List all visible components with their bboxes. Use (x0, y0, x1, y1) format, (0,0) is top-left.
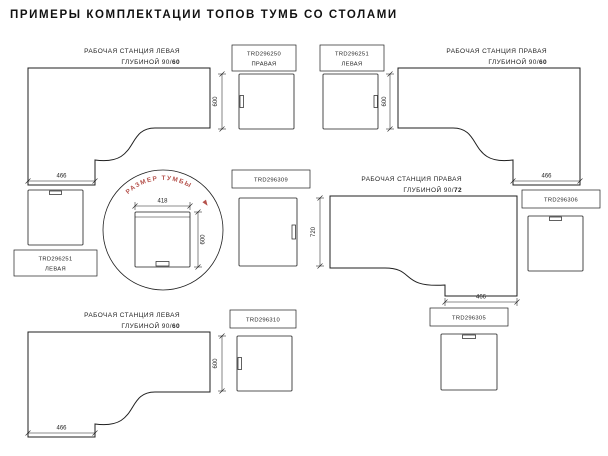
desk-outline (397, 67, 581, 186)
station-name-label: РАБОЧАЯ СТАНЦИЯ ЛЕВАЯ (84, 48, 180, 55)
product-code: TRD296310 (246, 318, 280, 324)
drawer-handle (462, 334, 476, 339)
desk-outline (27, 67, 211, 186)
station-name-label: РАБОЧАЯ СТАНЦИЯ ЛЕВАЯ (84, 312, 180, 319)
product-code-box (521, 189, 601, 209)
workstation-bottom-left: РАБОЧАЯ СТАНЦИЯ ЛЕВАЯ ГЛУБИНОЙ 90/60 TRD… (25, 309, 297, 438)
cabinet-size-detail: РАЗМЕР ТУМБЫ 418 600 (102, 169, 224, 291)
drawer-handle (373, 95, 378, 108)
station-depth-label: ГЛУБИНОЙ 90/60 (488, 57, 547, 66)
drawer-handle (549, 216, 562, 221)
cabinet-top (238, 197, 298, 267)
station-name-label: РАБОЧАЯ СТАНЦИЯ ПРАВАЯ (361, 176, 462, 183)
workstation-mid-right: РАБОЧАЯ СТАНЦИЯ ПРАВАЯ ГЛУБИНОЙ 90/72 TR… (231, 169, 520, 391)
dimension-cabinet-depth (194, 209, 202, 270)
dimension-label: 466 (541, 174, 552, 180)
cabinet-top (527, 215, 584, 272)
page-title: ПРИМЕРЫ КОМПЛЕКТАЦИИ ТОПОВ ТУМБ СО СТОЛА… (10, 9, 398, 21)
depth-prefix: ГЛУБИНОЙ 90/ (121, 57, 172, 66)
dimension-label: 720 (311, 226, 317, 237)
cabinet-top (27, 189, 84, 246)
dimension-return-width (25, 429, 98, 437)
dimension-cabinet-depth (386, 71, 394, 132)
drawer-handle (237, 357, 242, 370)
dimension-label: 600 (382, 96, 388, 107)
product-code: TRD296306 (544, 198, 578, 204)
product-code-box (429, 307, 509, 327)
depth-value: 72 (454, 187, 462, 194)
detail-circle (102, 169, 224, 291)
drawer-handle (155, 261, 170, 267)
dimension-cabinet-depth (316, 195, 324, 269)
dimension-return-width (442, 298, 520, 306)
cabinet-top (322, 73, 379, 130)
cabinet-top (134, 211, 191, 268)
depth-value: 60 (539, 59, 547, 66)
product-code-box (231, 44, 297, 72)
depth-value: 60 (172, 323, 180, 330)
dimension-label: 600 (213, 96, 219, 107)
workstation-top-right: РАБОЧАЯ СТАНЦИЯ ПРАВАЯ ГЛУБИНОЙ 90/60 TR… (319, 44, 601, 272)
drawer-handle (49, 190, 62, 195)
station-depth-label: ГЛУБИНОЙ 90/60 (121, 57, 180, 66)
product-code-box (319, 44, 385, 72)
dimension-label: 600 (213, 358, 219, 369)
detail-curved-label-text: РАЗМЕР ТУМБЫ (125, 175, 192, 196)
product-side: ЛЕВАЯ (342, 62, 363, 68)
drawer-handle (291, 224, 296, 240)
depth-value: 60 (172, 59, 180, 66)
product-code: TRD296251 (39, 257, 73, 263)
dimension-label: 466 (56, 174, 67, 180)
station-name-label: РАБОЧАЯ СТАНЦИЯ ПРАВАЯ (446, 48, 547, 55)
dimension-label: 466 (56, 426, 67, 432)
product-side: ЛЕВАЯ (45, 267, 66, 273)
leader-arrow-icon (202, 199, 208, 206)
depth-prefix: ГЛУБИНОЙ 90/ (488, 57, 539, 66)
product-code-box (13, 249, 98, 277)
station-depth-label: ГЛУБИНОЙ 90/60 (121, 321, 180, 330)
product-code-box (229, 309, 297, 329)
cabinet-top (236, 335, 293, 392)
product-code: TRD296251 (335, 52, 369, 58)
detail-curved-label: РАЗМЕР ТУМБЫ (125, 175, 193, 196)
desk-outline (27, 331, 211, 438)
dimension-cabinet-depth (218, 71, 226, 132)
cabinet-top (238, 73, 295, 130)
product-code: TRD296305 (452, 316, 486, 322)
product-code: TRD296309 (254, 178, 288, 184)
product-code-box (231, 169, 311, 189)
dimension-cabinet-depth (218, 333, 226, 394)
depth-prefix: ГЛУБИНОЙ 90/ (121, 321, 172, 330)
product-code: TRD296250 (247, 52, 281, 58)
cabinet-top (440, 333, 498, 391)
dimension-label: 466 (476, 295, 487, 301)
dimension-label: 418 (157, 199, 168, 205)
dimension-cabinet-width (132, 202, 193, 210)
product-side: ПРАВАЯ (251, 62, 276, 68)
depth-prefix: ГЛУБИНОЙ 90/ (403, 185, 454, 194)
workstation-top-left: РАБОЧАЯ СТАНЦИЯ ЛЕВАЯ ГЛУБИНОЙ 90/60 TRD… (13, 44, 297, 277)
station-depth-label: ГЛУБИНОЙ 90/72 (403, 185, 462, 194)
drawer-handle (239, 95, 244, 108)
desk-outline (329, 195, 518, 297)
dimension-return-width (25, 177, 98, 185)
dimension-return-width (510, 177, 583, 185)
dimension-label: 600 (201, 234, 207, 245)
